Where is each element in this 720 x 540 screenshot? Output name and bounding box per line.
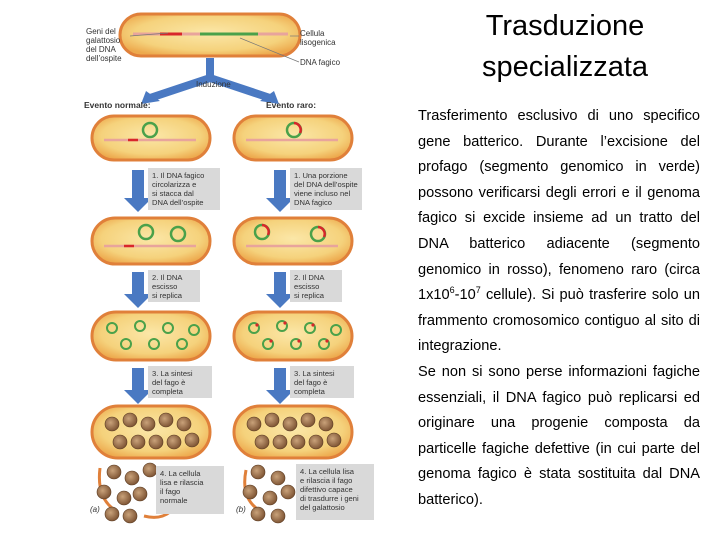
cell-rare-1 — [232, 114, 354, 162]
step1-right: 1. Una porzione del DNA dell’ospite vien… — [290, 168, 362, 210]
top-labels: Geni del galattosio del DNA dell’ospite … — [86, 27, 341, 67]
step2-right: 2. Il DNA escisso si replica — [290, 270, 342, 302]
paragraph-2: Se non si sono perse informazioni fagich… — [418, 363, 700, 508]
panel-label-a: (a) — [90, 505, 100, 514]
svg-text:4. La cellula lisa e ril: 4. La cellula lisa e rilascia il fago di… — [300, 467, 361, 512]
cell-normal-2 — [90, 216, 212, 266]
svg-text:3. La sintesi del fago è: 3. La sintesi del fago è completa — [152, 369, 195, 396]
arrow-step1-left — [124, 170, 152, 212]
lysogenic-cell — [118, 12, 302, 58]
title-line-2: specializzata — [481, 51, 649, 83]
panel-label-b: (b) — [236, 505, 246, 514]
lysed-cell-right — [242, 464, 296, 524]
svg-text:4. La cellula lisa e ril: 4. La cellula lisa e rilascia il fago no… — [160, 469, 206, 505]
cell-normal-3 — [90, 310, 212, 362]
lysed-cell-left — [96, 462, 171, 524]
cell-rare-2 — [232, 216, 354, 266]
body-text: Trasferimento esclusivo di uno specifico… — [418, 104, 700, 514]
cell-rare-4 — [232, 404, 354, 460]
title-line-1: Trasduzione — [485, 10, 645, 42]
cell-rare-3 — [232, 310, 354, 362]
arrow-step3-right — [266, 368, 294, 404]
svg-text:1. Il DNA fagico circola: 1. Il DNA fagico circolarizza e si stacc… — [152, 171, 206, 207]
cell-normal-4 — [90, 404, 212, 460]
label-lysogenic-cell: Cellula lisogenica — [300, 29, 336, 47]
step4-right: 4. La cellula lisa e rilascia il fago di… — [296, 464, 374, 520]
svg-text:2. Il DNA escisso: 2. Il DNA escisso si replica — [294, 273, 326, 300]
step3-right: 3. La sintesi del fago è completa — [290, 366, 354, 398]
label-induction: Induzione — [196, 80, 231, 89]
step4-left: 4. La cellula lisa e rilascia il fago no… — [156, 466, 224, 514]
page-title: Trasduzione specializzata — [420, 6, 710, 88]
cell-normal-1 — [90, 114, 212, 162]
step3-left: 3. La sintesi del fago è completa — [148, 366, 212, 398]
label-host-genes: Geni del galattosio del DNA dell’ospite — [86, 27, 122, 63]
svg-text:3. La sintesi del fago è: 3. La sintesi del fago è completa — [294, 369, 337, 396]
svg-text:1. Una porzione del DNA: 1. Una porzione del DNA dell’ospite vien… — [294, 171, 360, 207]
label-phage-dna: DNA fagico — [300, 58, 341, 67]
arrow-step3-left — [124, 368, 152, 404]
induction-arrow: Induzione — [141, 58, 279, 104]
label-normal-event: Evento normale: — [84, 100, 151, 110]
arrow-step2-right — [266, 272, 294, 308]
step1-left: 1. Il DNA fagico circolarizza e si stacc… — [148, 168, 220, 210]
arrow-step2-left — [124, 272, 152, 308]
label-rare-event: Evento raro: — [266, 100, 316, 110]
paragraph-1: Trasferimento esclusivo di uno specifico… — [418, 108, 700, 355]
svg-text:2. Il DNA escisso: 2. Il DNA escisso si replica — [152, 273, 184, 300]
arrow-step1-right — [266, 170, 294, 212]
step2-left: 2. Il DNA escisso si replica — [148, 270, 200, 302]
transduction-figure: Geni del galattosio del DNA dell’ospite … — [84, 12, 374, 524]
